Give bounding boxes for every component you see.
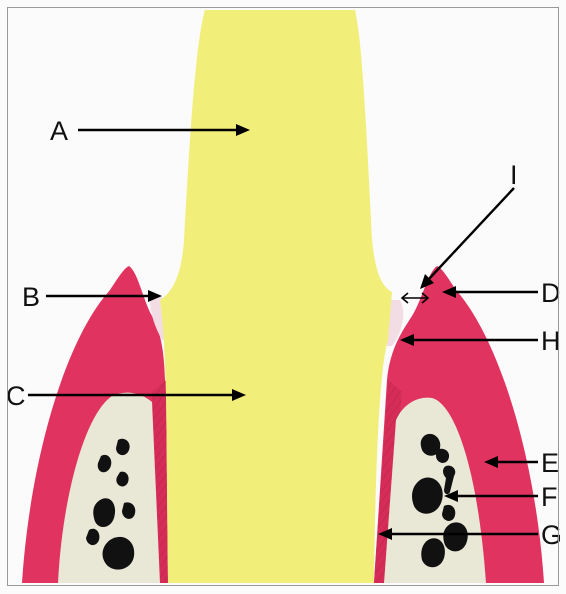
label-h: H	[541, 326, 561, 356]
label-a: A	[50, 116, 68, 146]
label-f: F	[541, 482, 558, 512]
label-d: D	[541, 278, 561, 308]
tooth	[160, 10, 392, 583]
label-b: B	[22, 282, 40, 312]
label-c: C	[6, 381, 26, 411]
label-i: I	[510, 160, 518, 190]
label-e: E	[541, 448, 559, 478]
